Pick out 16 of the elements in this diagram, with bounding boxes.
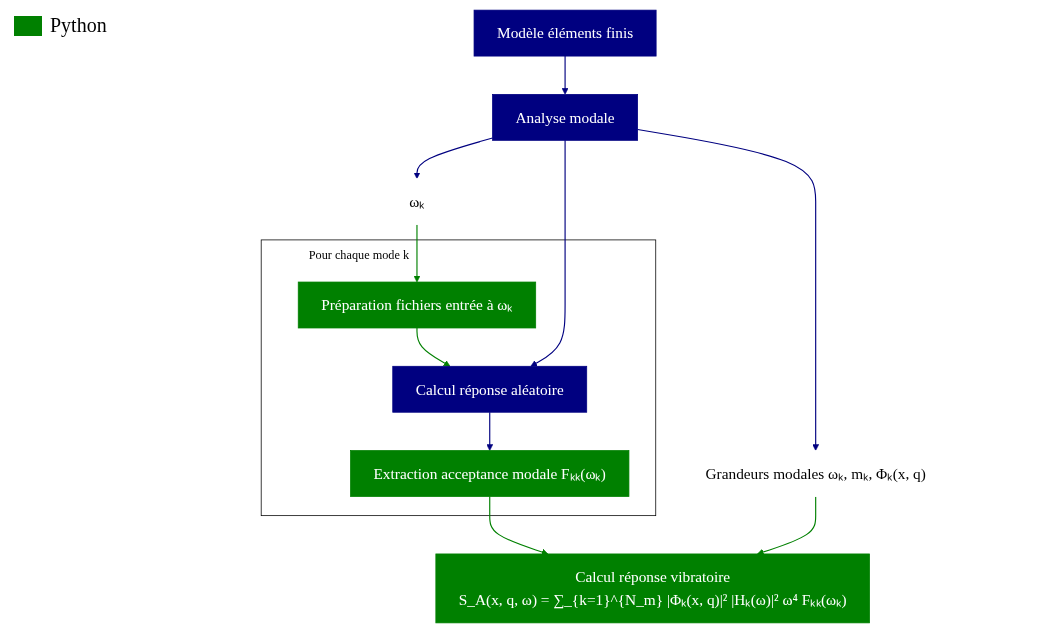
node-box: Analyse modale xyxy=(492,94,638,141)
arrow xyxy=(530,139,566,367)
node-text: ωₖ xyxy=(409,193,425,211)
arrow xyxy=(637,128,820,451)
node-box: Extraction acceptance modale Fₖₖ(ωₖ) xyxy=(350,450,630,497)
arrow xyxy=(561,55,569,95)
arrow xyxy=(486,411,494,451)
node-box: Calcul réponse vibratoire S_A(x, q, ω) = ∑_{k=1}^{N_m} |Φₖ(x, q)|² |Hₖ(ω)|² ω⁴ Fₖₖ(ωₖ) xyxy=(435,553,870,624)
node-text: Grandeurs modales ωₖ, mₖ, Φₖ(x, q) xyxy=(705,465,926,482)
node-box: Calcul réponse aléatoire xyxy=(392,365,588,413)
arrow xyxy=(416,327,451,367)
arrow xyxy=(413,224,421,283)
legend-label: Python xyxy=(50,14,107,37)
node-box: Modèle éléments finis xyxy=(473,9,657,57)
arrow xyxy=(413,137,494,179)
node-box: Préparation fichiers entrée à ωₖ xyxy=(297,281,537,329)
